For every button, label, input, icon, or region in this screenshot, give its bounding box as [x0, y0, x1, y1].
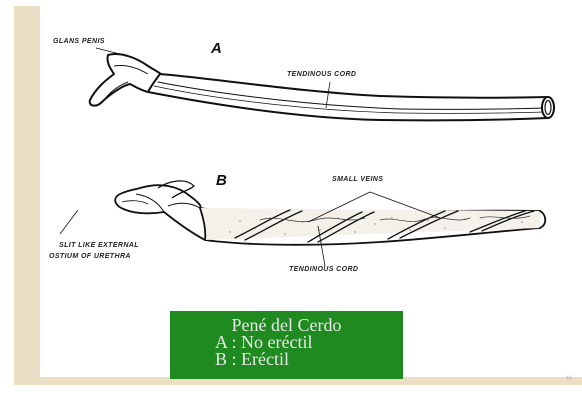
tendinous-cord-b-label: TENDINOUS CORD — [289, 266, 358, 273]
figure-a-label: A — [211, 40, 222, 57]
side-strip — [14, 6, 40, 384]
tendinous-cord-a-label: TENDINOUS CORD — [287, 71, 356, 78]
caption-line-b: B : Eréctil — [170, 351, 403, 368]
figure-b-label: B — [216, 172, 227, 189]
small-veins-label: SMALL VEINS — [332, 176, 383, 183]
caption-box: Pené del Cerdo A : No eréctil B : Erécti… — [170, 311, 403, 379]
slit-label-line2: OSTIUM OF URETHRA — [49, 253, 131, 260]
figure-b-shaft — [200, 208, 545, 245]
figure-a-shaft — [148, 74, 554, 120]
slit-label-line1: SLIT LIKE EXTERNAL — [59, 242, 139, 249]
frame-left — [0, 0, 14, 394]
glans-penis-label: GLANS PENIS — [53, 38, 105, 45]
figure-a-glans — [90, 54, 161, 106]
page-number: 46 — [565, 376, 572, 382]
anatomical-drawing — [40, 6, 570, 306]
figure-b-glans — [115, 181, 205, 240]
